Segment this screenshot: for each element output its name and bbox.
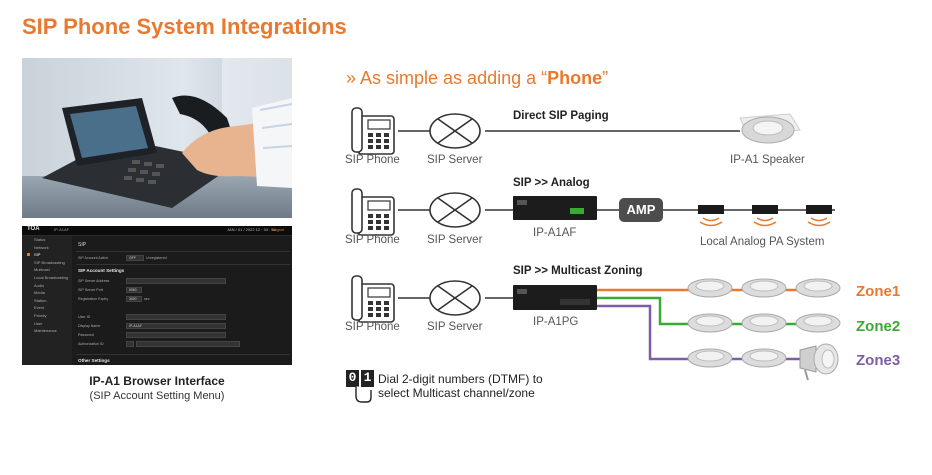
registration-expiry-unit: sec <box>144 297 150 301</box>
sidebar-item-priority[interactable]: Priority <box>34 312 47 318</box>
browser-interface-screenshot: TOA IP-A1AF JAN / 01 / 2022 12 : 34 : 56… <box>22 226 292 365</box>
sidebar-item-maintenance[interactable]: Maintenance <box>34 328 57 334</box>
dtmf-keys-icon <box>346 370 374 403</box>
sip-phone-icon <box>351 188 395 236</box>
ceiling-speaker-icon <box>795 278 841 298</box>
settings-page-title: SIP <box>78 242 87 248</box>
sidebar-item-status[interactable]: Status <box>34 237 46 242</box>
logout-link[interactable]: Logout <box>272 227 285 232</box>
sidebar-menu: Status Network SIP SIP Broadcasting Mult… <box>22 236 72 365</box>
zone2-label: Zone2 <box>856 318 901 335</box>
account-settings-heading: SIP Account Settings <box>78 268 125 273</box>
sidebar-item-event[interactable]: Event <box>34 305 45 311</box>
sidebar-item-user[interactable]: User <box>34 320 43 326</box>
ip-a1-speaker-label: IP-A1 Speaker <box>730 154 805 166</box>
account-status: Unregistered <box>146 256 167 260</box>
sidebar-item-audio[interactable]: Audio <box>34 282 45 288</box>
sip-phone-icon <box>351 275 395 323</box>
desk-phone-photo <box>22 58 292 218</box>
server-address-field[interactable] <box>126 278 226 284</box>
user-id-label: User ID <box>78 315 91 319</box>
ip-a1-speaker-icon <box>739 113 801 144</box>
sip-server-label: SIP Server <box>427 234 483 246</box>
browser-topbar: TOA IP-A1AF JAN / 01 / 2022 12 : 34 : 56… <box>22 226 292 236</box>
server-port-field[interactable]: 5060 <box>126 287 142 293</box>
zone1-label: Zone1 <box>856 283 901 300</box>
sip-server-icon <box>429 192 481 228</box>
sip-multicast-zoning-label: SIP >> Multicast Zoning <box>513 265 643 277</box>
dtmf-digit-1: 1 <box>363 370 372 385</box>
diagram-subtitle: » As simple as adding a “Phone” <box>346 68 609 88</box>
ceiling-speaker-icon <box>687 348 733 368</box>
analog-speaker-icon <box>805 204 833 227</box>
amp-box <box>619 198 663 222</box>
ip-a1af-label: IP-A1AF <box>533 227 577 239</box>
sidebar-item-sip[interactable]: SIP <box>22 251 72 259</box>
brand-logo: TOA <box>27 226 40 232</box>
local-analog-pa-label: Local Analog PA System <box>700 236 825 248</box>
sip-phone-icon <box>351 107 395 155</box>
sip-phone-label: SIP Phone <box>345 154 400 166</box>
ceiling-speaker-icon <box>795 313 841 333</box>
ceiling-speaker-icon <box>741 313 787 333</box>
ceiling-speaker-icon <box>687 278 733 298</box>
sip-analog-label: SIP >> Analog <box>513 177 590 189</box>
sidebar-item-media[interactable]: Media <box>34 290 45 296</box>
analog-speaker-icon <box>751 204 779 227</box>
dtmf-note: Dial 2-digit numbers (DTMF) to select Mu… <box>378 372 543 400</box>
authorization-id-label: Authorization ID <box>78 342 104 346</box>
settings-panel: SIP SIP Account Active OFF Unregistered … <box>74 236 292 365</box>
ip-a1af-device-icon <box>513 196 597 220</box>
authorization-id-field[interactable] <box>136 341 240 347</box>
sidebar-item-station[interactable]: Station <box>34 297 47 303</box>
sidebar-item-network[interactable]: Network <box>34 244 49 250</box>
sip-server-icon <box>429 113 481 149</box>
registration-expiry-label: Registration Expiry <box>78 297 109 301</box>
other-settings-heading: Other Settings <box>78 358 110 363</box>
sidebar-item-sip-broadcasting[interactable]: SIP Broadcasting <box>34 259 65 265</box>
display-name-label: Display Name <box>78 324 101 328</box>
browser-caption-title: IP-A1 Browser Interface <box>89 374 225 388</box>
dtmf-note-line1: Dial 2-digit numbers (DTMF) to <box>378 372 543 386</box>
sip-phone-label: SIP Phone <box>345 321 400 333</box>
analog-speaker-icon <box>697 204 725 227</box>
server-port-label: SIP Server Port <box>78 288 103 292</box>
ceiling-speaker-icon <box>741 348 787 368</box>
authorization-id-checkbox[interactable] <box>126 341 134 347</box>
sip-server-label: SIP Server <box>427 154 483 166</box>
password-label: Password <box>78 333 94 337</box>
subtitle-emphasis: Phone <box>547 68 603 88</box>
zone3-label: Zone3 <box>856 352 901 369</box>
ceiling-speaker-icon <box>687 313 733 333</box>
model-name: IP-A1AF <box>54 227 70 232</box>
ip-a1pg-device-icon <box>513 285 597 310</box>
account-active-toggle[interactable]: OFF <box>126 255 144 261</box>
direct-sip-paging-label: Direct SIP Paging <box>513 110 609 122</box>
sidebar-item-multicast[interactable]: Multicast <box>34 267 50 273</box>
display-name-field[interactable]: IP-A1AF <box>126 323 226 329</box>
amp-label: AMP <box>626 202 656 217</box>
dtmf-note-line2: select Multicast channel/zone <box>378 386 535 400</box>
ceiling-speaker-icon <box>741 278 787 298</box>
dtmf-digit-0: 0 <box>348 370 357 385</box>
browser-caption-subtitle: (SIP Account Setting Menu) <box>89 390 225 402</box>
registration-expiry-field[interactable]: 3600 <box>126 296 142 302</box>
sip-phone-label: SIP Phone <box>345 234 400 246</box>
ip-a1pg-label: IP-A1PG <box>533 316 579 328</box>
clock: JAN / 01 / 2022 12 : 34 : 56 <box>227 227 276 232</box>
page-title: SIP Phone System Integrations <box>22 14 347 39</box>
user-id-field[interactable] <box>126 314 226 320</box>
sip-server-label: SIP Server <box>427 321 483 333</box>
sidebar-item-local-broadcasting[interactable]: Local Broadcasting <box>34 274 69 280</box>
password-field[interactable] <box>126 332 226 338</box>
horn-speaker-icon <box>799 343 839 381</box>
sip-server-icon <box>429 280 481 316</box>
server-address-label: SIP Server Address <box>78 279 110 283</box>
account-active-label: SIP Account Active <box>78 256 109 260</box>
